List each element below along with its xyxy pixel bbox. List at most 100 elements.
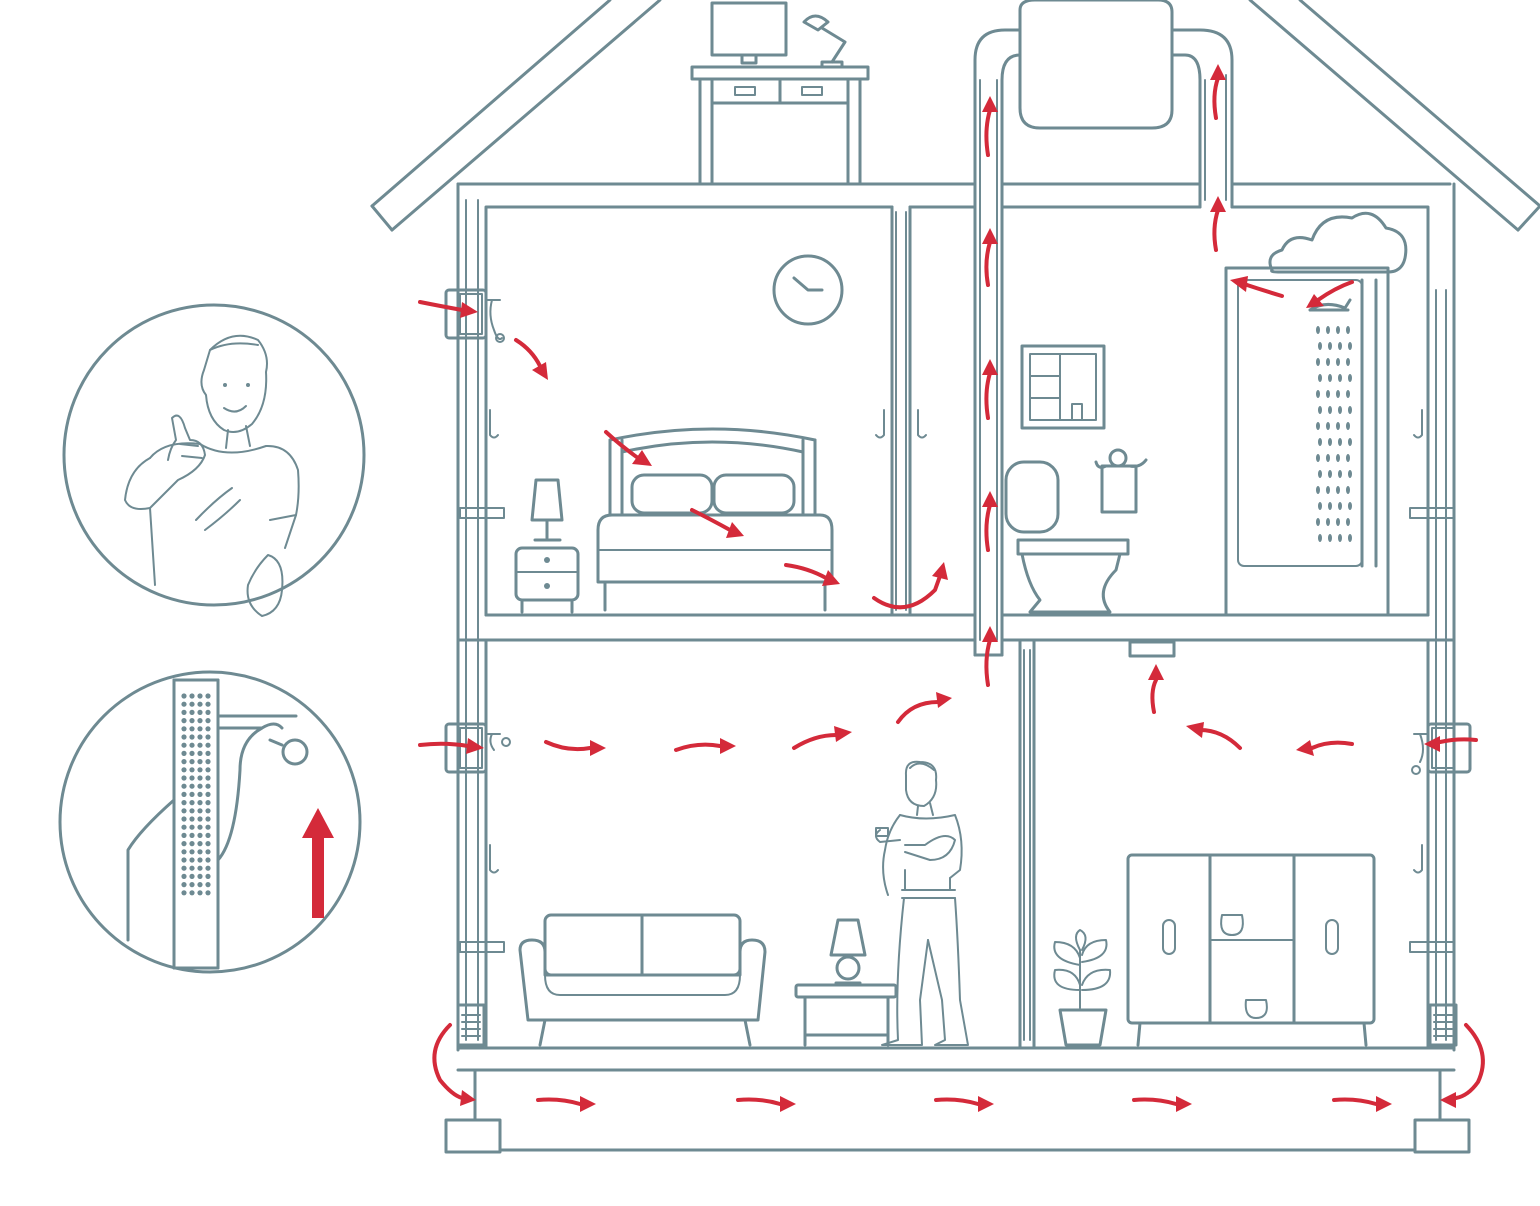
grille-dot [189, 693, 195, 699]
grille-dot [205, 890, 211, 896]
water-drop [1318, 438, 1322, 446]
airflow-arrow-icon [1210, 196, 1226, 252]
water-drop [1318, 534, 1322, 542]
water-drop [1338, 342, 1342, 350]
grille-dot [205, 709, 211, 716]
grille-dot [181, 824, 187, 830]
grille-dot [189, 709, 195, 716]
grille-dot [205, 800, 211, 806]
water-drop [1336, 518, 1340, 526]
up-arrow-icon [302, 808, 334, 918]
water-drop [1336, 326, 1340, 334]
water-drop [1328, 342, 1332, 350]
grille-dot [197, 693, 203, 699]
grille-dot [181, 734, 187, 740]
grille-dot [205, 849, 211, 855]
grille-dot [197, 857, 203, 863]
airflow-arrow-icon [1186, 722, 1242, 750]
airflow-arrow-icon [982, 96, 998, 157]
water-drop [1328, 438, 1332, 446]
shower-water-drops [1316, 326, 1352, 542]
water-drop [1318, 502, 1322, 510]
grille-dot [189, 750, 195, 757]
water-drop [1348, 406, 1352, 414]
grille-dot [181, 857, 187, 863]
water-drop [1346, 454, 1350, 462]
grille-dot [205, 775, 211, 781]
water-drop [1338, 438, 1342, 446]
desk-icon [690, 65, 870, 186]
grille-dot [181, 783, 187, 789]
shower-icon [1224, 266, 1390, 617]
water-drop [1348, 438, 1352, 446]
water-drop [1328, 502, 1332, 510]
water-drop [1338, 406, 1342, 414]
airflow-arrow-icon [514, 338, 548, 380]
toilet-icon [1004, 460, 1130, 614]
grille-dot [189, 882, 195, 888]
grille-dot [205, 857, 211, 863]
grille-dot [205, 865, 211, 871]
airflow-arrow-icon [1296, 740, 1354, 756]
airflow-arrow-icon [896, 692, 952, 724]
table-lamp-icon [530, 478, 564, 542]
grille-dot [205, 742, 211, 748]
grille-dot [181, 890, 187, 896]
water-drop [1328, 374, 1332, 382]
grille-dot [197, 800, 203, 806]
airflow-arrow-icon [1210, 64, 1226, 120]
thumbs-up-inset [62, 303, 366, 617]
airflow-arrow-icon [982, 491, 998, 552]
water-drop [1336, 422, 1340, 430]
grille-dot [189, 832, 195, 839]
grille-dot [189, 783, 195, 789]
airflow-arrow-icon [1306, 280, 1354, 308]
grille-dot [189, 800, 195, 806]
water-drop [1346, 326, 1350, 334]
airflow-arrow-icon [982, 228, 998, 287]
grille-dot [205, 808, 211, 814]
water-drop [1316, 390, 1320, 398]
steam-cloud-icon [1268, 211, 1408, 274]
grille-dot [197, 734, 203, 740]
grille-dot [205, 791, 211, 798]
grille-dot [181, 693, 187, 699]
water-drop [1326, 358, 1330, 366]
nightstand-icon [514, 546, 580, 614]
water-drop [1348, 502, 1352, 510]
airflow-arrow-icon [792, 726, 852, 750]
grille-dot [197, 718, 203, 724]
water-drop [1336, 358, 1340, 366]
cabinet-icon [1126, 853, 1376, 1047]
water-drop [1316, 326, 1320, 334]
airflow-arrow-icon [1332, 1096, 1392, 1112]
vent-grille-dots [181, 693, 211, 896]
grille-dot [197, 767, 203, 773]
grille-dot [181, 718, 187, 724]
water-drop [1326, 422, 1330, 430]
water-drop [1348, 374, 1352, 382]
airflow-arrow-icon [1148, 664, 1164, 714]
airflow-arrow-icon [1424, 736, 1478, 752]
airflow-arrow-icon [784, 563, 840, 586]
water-drop [1346, 518, 1350, 526]
grille-dot [197, 783, 203, 789]
airflow-arrow-icon [418, 738, 484, 754]
grille-dot [189, 841, 195, 847]
airflow-arrow-icon [1132, 1096, 1192, 1112]
water-drop [1328, 470, 1332, 478]
airflow-arrow-icon [690, 508, 744, 538]
grille-dot [205, 726, 211, 732]
potted-plant-icon [1053, 929, 1112, 1047]
water-drop [1318, 374, 1322, 382]
water-drop [1326, 390, 1330, 398]
grille-dot [189, 718, 195, 724]
grille-dot [205, 783, 211, 789]
water-drop [1348, 470, 1352, 478]
airflow-arrow-icon [536, 1096, 596, 1112]
ceiling-vent-icon [1128, 640, 1176, 658]
grille-dot [181, 882, 187, 888]
grille-dot [181, 767, 187, 773]
grille-dot [197, 701, 203, 707]
